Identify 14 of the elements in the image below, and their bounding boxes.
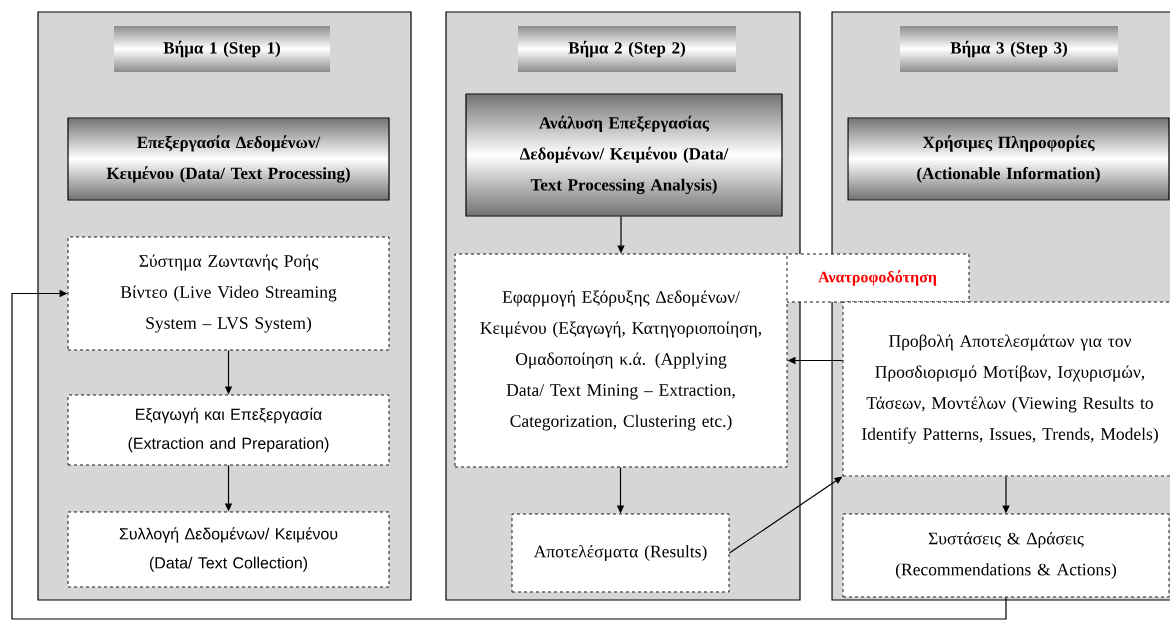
- process-box: Εφαρμογή Εξόρυξης Δεδομένων/ Κειμένου (Εξαγωγή, Κατηγοριοποίηση, Ομαδοποίηση κ.ά. (Applying Data/ Text Mining – Extraction, Categorization, Clustering etc.): [454, 253, 788, 468]
- step-header: Βήμα 1 (Step 1): [163, 40, 280, 58]
- process-box: Συλλογή Δεδομένων/ Κειμένου (Data/ Text Collection): [67, 511, 390, 588]
- stage-title-box: Ανάλυση Επεξεργασίας Δεδομένων/ Κειμένου (Data/ Text Processing Analysis): [465, 93, 783, 217]
- process-box: Συστάσεις & Δράσεις (Recommendations & Actions): [842, 513, 1170, 598]
- stage-title-box: Επεξεργασία Δεδομένων/ Κειμένου (Data/ Text Processing): [67, 117, 390, 201]
- arrow: [11, 289, 1007, 620]
- step-header: Βήμα 2 (Step 2): [568, 40, 685, 58]
- feedback-box: Ανατροφοδότηση: [785, 253, 970, 303]
- step-header: Βήμα 3 (Step 3): [950, 40, 1067, 58]
- process-box: Αποτελέσματα (Results): [511, 513, 730, 593]
- process-box: Σύστημα Ζωντανής Ροής Βίντεο (Live Video Streaming System – LVS System): [67, 236, 390, 351]
- stage-title-box: Χρήσιμες Πληροφορίες (Actionable Information): [847, 117, 1170, 201]
- process-box: Εξαγωγή και Επεξεργασία (Extraction and Preparation): [67, 394, 390, 466]
